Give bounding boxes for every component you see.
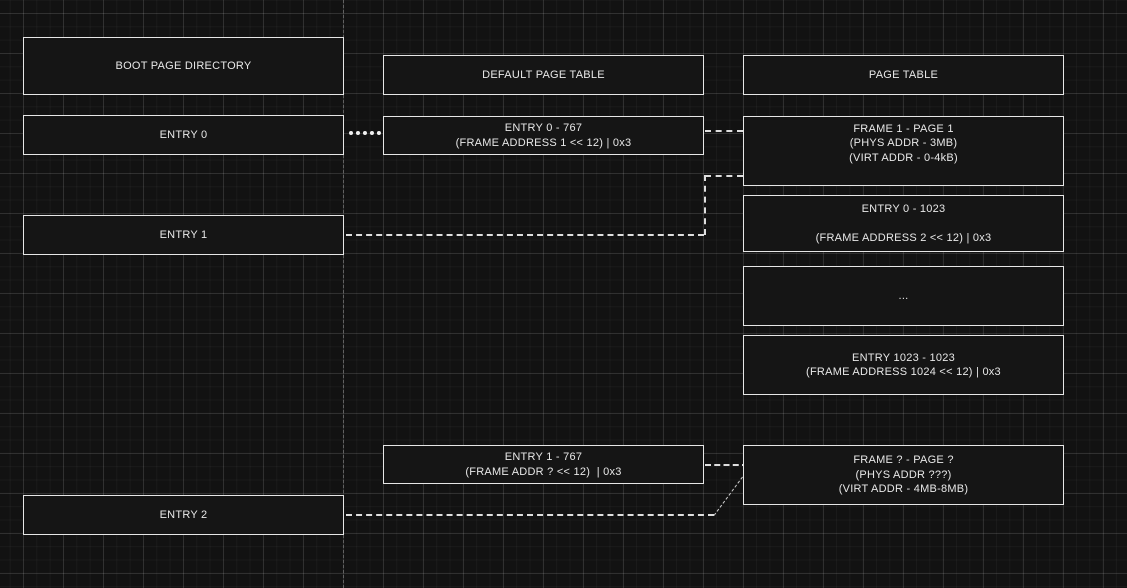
box-directory-entry-2[interactable]: ENTRY 2 bbox=[23, 495, 344, 535]
box-page-table-entry-1023-1023[interactable]: ENTRY 1023 - 1023 (FRAME ADDRESS 1024 <<… bbox=[743, 335, 1064, 395]
connector-default-entry1-to-frame-q[interactable] bbox=[705, 464, 748, 466]
box-default-page-table-header[interactable]: DEFAULT PAGE TABLE bbox=[383, 55, 704, 95]
connector-entry1-to-page-table[interactable] bbox=[705, 175, 743, 177]
box-default-table-entry-1-767[interactable]: ENTRY 1 - 767 (FRAME ADDR ? << 12) | 0x3 bbox=[383, 445, 704, 484]
box-boot-page-directory-header[interactable]: BOOT PAGE DIRECTORY bbox=[23, 37, 344, 95]
box-default-table-entry-0-767[interactable]: ENTRY 0 - 767 (FRAME ADDRESS 1 << 12) | … bbox=[383, 116, 704, 155]
connector-entry0-to-default-entry0[interactable] bbox=[349, 131, 381, 135]
box-frame-1-page-1[interactable]: FRAME 1 - PAGE 1 (PHYS ADDR - 3MB) (VIRT… bbox=[743, 116, 1064, 186]
connector-entry2-horizontal[interactable] bbox=[346, 514, 714, 516]
box-directory-entry-0[interactable]: ENTRY 0 bbox=[23, 115, 344, 155]
box-page-table-ellipsis[interactable]: ... bbox=[743, 266, 1064, 326]
box-frame-q-page-q[interactable]: FRAME ? - PAGE ? (PHYS ADDR ???) (VIRT A… bbox=[743, 445, 1064, 505]
connector-entry2-diagonal-to-frame-q[interactable] bbox=[713, 476, 743, 516]
box-directory-entry-1[interactable]: ENTRY 1 bbox=[23, 215, 344, 255]
box-page-table-entry-0-1023[interactable]: ENTRY 0 - 1023 (FRAME ADDRESS 2 << 12) |… bbox=[743, 195, 1064, 252]
vertical-dashed-guide bbox=[343, 0, 344, 588]
connector-default-entry0-to-frame1[interactable] bbox=[705, 130, 743, 132]
box-page-table-header[interactable]: PAGE TABLE bbox=[743, 55, 1064, 95]
connector-entry1-horizontal[interactable] bbox=[346, 234, 704, 236]
connector-entry1-vertical[interactable] bbox=[704, 175, 706, 235]
